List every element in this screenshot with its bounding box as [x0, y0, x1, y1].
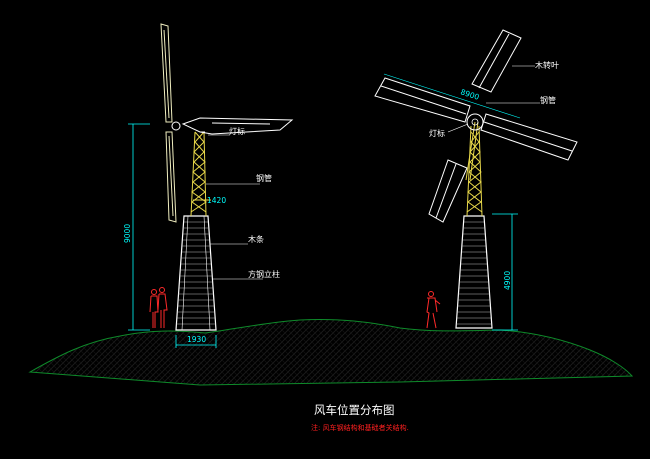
drawing-title: 风车位置分布图: [314, 403, 395, 417]
wood-strip-label: 木条: [248, 234, 264, 244]
left-base-column: [175, 215, 217, 331]
right-person-figure: [426, 291, 441, 329]
left-people-figures: [149, 287, 168, 328]
right-base-height-label: 4900: [503, 271, 512, 290]
left-height-label: 9000: [123, 224, 132, 243]
left-nacelle-tail: [181, 117, 294, 135]
drawing-note: 注: 风车钢结构和基础者关结构.: [311, 423, 409, 432]
top-width-label: 1420: [207, 196, 226, 205]
right-base-dimension: [492, 213, 518, 331]
base-width-label: 1930: [187, 335, 206, 344]
right-light-label: 灯标: [429, 128, 445, 138]
right-hub-icon: [466, 113, 484, 131]
right-steel-tower: [466, 125, 483, 217]
square-steel-column-label: 方钢立柱: [248, 269, 280, 279]
right-windmill: 8900 4900 木转叶 钢管 灯标: [374, 29, 578, 331]
left-hub-icon: [171, 121, 181, 131]
right-leaders: [447, 65, 540, 133]
base-width-dimension: [175, 335, 217, 348]
left-steel-tower: [190, 131, 211, 217]
right-base-column: [455, 215, 493, 329]
left-light-label: 灯标: [229, 126, 245, 136]
wood-blade-label: 木转叶: [535, 60, 559, 70]
left-blades-edge-view: [160, 23, 177, 223]
blade-span-dimension: [383, 73, 521, 119]
right-blades: [374, 29, 578, 223]
left-height-dimension: [128, 123, 150, 331]
left-windmill: 9000 1420 1930 灯标 钢管 木条 方钢立柱: [123, 23, 294, 348]
hill-ground: [28, 318, 634, 386]
left-steel-pipe-label: 钢管: [256, 173, 272, 183]
left-leaders: [206, 134, 263, 280]
right-steel-pipe-label: 钢管: [540, 95, 556, 105]
